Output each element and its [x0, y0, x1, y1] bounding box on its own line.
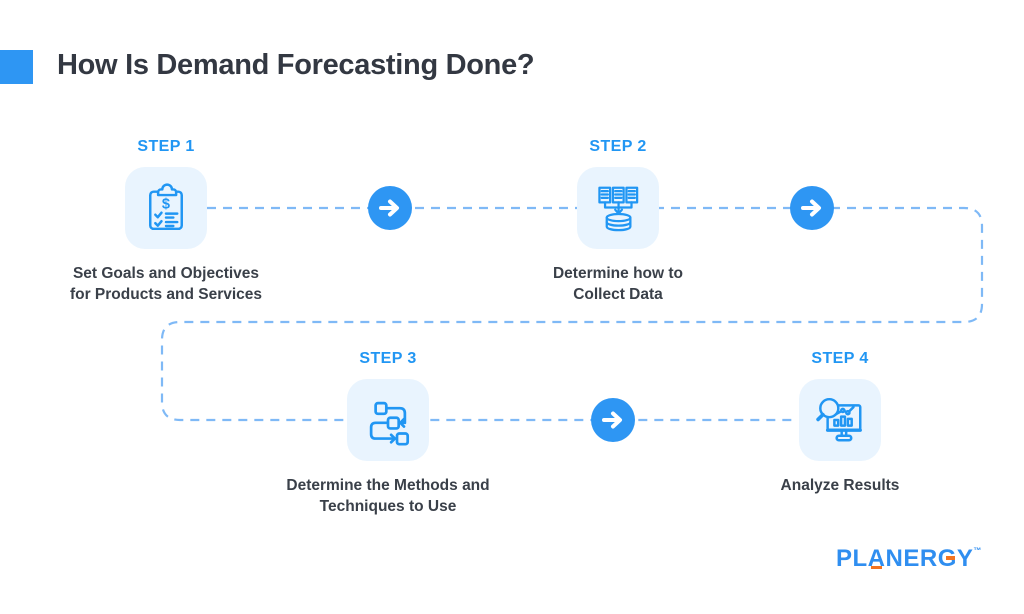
- step-3-icon-box: [347, 379, 429, 461]
- trademark-symbol: ™: [973, 546, 982, 555]
- brand-logo-letter-g: G: [937, 545, 957, 572]
- step-4-caption: Analyze Results: [690, 475, 990, 496]
- page-title: How Is Demand Forecasting Done?: [57, 49, 535, 81]
- step-1-caption-line2: for Products and Services: [69, 286, 263, 304]
- step-3-caption-line1: Determine the Methods and: [286, 477, 490, 494]
- step-3-label: STEP 3: [359, 350, 417, 367]
- step-2-caption-line2: Collect Data: [573, 286, 663, 304]
- documents-to-database-icon: [598, 186, 639, 232]
- arrow-right-icon: [368, 186, 412, 230]
- step-3-caption-line2: Techniques to Use: [319, 498, 457, 516]
- title-accent-bar: [0, 50, 33, 84]
- monitor-magnifier-chart-icon: [816, 397, 862, 442]
- brand-logo-letter-a: A: [867, 545, 886, 572]
- step-block-3: STEP 3 Determine the Methods and Techniq…: [238, 350, 538, 518]
- step-2-caption: Determine how to Collect Data: [468, 263, 768, 306]
- step-1-caption: Set Goals and Objectives for Products an…: [16, 263, 316, 306]
- arrow-right-icon: [591, 398, 635, 442]
- step-block-1: STEP 1 $ Set Goals and Objectives for Pr…: [16, 138, 316, 306]
- step-1-caption-line1: Set Goals and Objectives: [72, 265, 260, 282]
- step-4-caption-line1: Analyze Results: [780, 477, 900, 494]
- step-1-label: STEP 1: [137, 138, 195, 155]
- step-2-icon-box: [577, 167, 659, 249]
- step-2-label: STEP 2: [589, 138, 647, 155]
- dashed-connector-path: [160, 206, 984, 422]
- step-1-icon-box: $: [125, 167, 207, 249]
- brand-logo-text-part2: NER: [885, 545, 938, 572]
- brand-logo: PLANERGY™: [836, 545, 981, 573]
- brand-logo-text-part3: Y: [956, 545, 974, 572]
- step-block-4: STEP 4 Analyze Results: [690, 350, 990, 496]
- svg-text:$: $: [162, 197, 170, 213]
- step-4-icon-box: [799, 379, 881, 461]
- step-block-2: STEP 2 Determine how to Collect Data: [468, 138, 768, 306]
- brand-logo-text-part1: PL: [836, 545, 868, 572]
- step-3-caption: Determine the Methods and Techniques to …: [238, 475, 538, 518]
- clipboard-dollar-checklist-icon: $: [149, 183, 183, 231]
- step-2-caption-line1: Determine how to: [552, 265, 684, 282]
- arrow-right-icon: [790, 186, 834, 230]
- flowchart-icon: [369, 401, 410, 446]
- step-4-label: STEP 4: [811, 350, 869, 367]
